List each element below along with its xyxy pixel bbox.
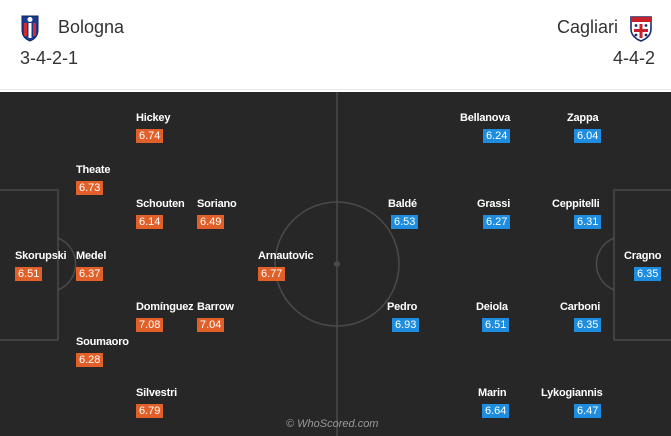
- player-rating: 6.37: [76, 267, 104, 281]
- player-name: Hickey: [136, 112, 171, 124]
- player-name: Silvestri: [136, 387, 178, 399]
- player-rating: 6.27: [483, 215, 511, 229]
- player-soumaoro[interactable]: Soumaoro 6.28: [76, 336, 156, 368]
- player-name: Baldé: [388, 198, 417, 210]
- player-grassi[interactable]: Grassi 6.27: [477, 198, 557, 230]
- player-rating: 6.64: [482, 404, 510, 418]
- player-barrow[interactable]: Barrow 7.04: [197, 301, 277, 333]
- away-team-name: Cagliari: [556, 17, 618, 37]
- player-rating: 6.47: [574, 404, 602, 418]
- player-deiola[interactable]: Deiola 6.51: [476, 301, 556, 333]
- pitch: Hickey 6.74 Theate 6.73 Schouten 6.14 So…: [0, 92, 671, 436]
- player-name: Deiola: [476, 301, 508, 313]
- cagliari-crest-icon: [629, 14, 653, 47]
- player-name: Pedro: [387, 301, 418, 313]
- player-name: Zappa: [567, 112, 599, 124]
- player-arnautovic[interactable]: Arnautovic 6.77: [258, 250, 338, 282]
- player-rating: 6.28: [76, 353, 104, 367]
- player-silvestri[interactable]: Silvestri 6.79: [136, 387, 216, 419]
- player-rating: 6.74: [136, 129, 164, 143]
- player-marin[interactable]: Marin 6.64: [478, 387, 558, 419]
- player-skorupski[interactable]: Skorupski 6.51: [15, 250, 95, 282]
- player-rating: 6.24: [483, 129, 511, 143]
- player-bellanova[interactable]: Bellanova 6.24: [460, 112, 540, 144]
- player-pedro[interactable]: Pedro 6.93: [387, 301, 467, 333]
- player-dominguez[interactable]: Domínguez 7.08: [136, 301, 216, 333]
- player-name: Barrow: [197, 301, 234, 313]
- player-carboni[interactable]: Carboni 6.35: [560, 301, 640, 333]
- player-rating: 6.35: [574, 318, 602, 332]
- player-name: Soriano: [197, 198, 237, 210]
- home-team-name: Bologna: [58, 17, 125, 37]
- player-rating: 6.04: [574, 129, 602, 143]
- pitch-markings: [0, 92, 671, 436]
- player-name: Arnautovic: [258, 250, 314, 262]
- player-soriano[interactable]: Soriano 6.49: [197, 198, 277, 230]
- whoscored-watermark: © WhoScored.com: [286, 418, 379, 430]
- player-rating: 6.53: [391, 215, 419, 229]
- header-divider: [0, 89, 671, 90]
- player-name: Skorupski: [15, 250, 67, 262]
- player-medel[interactable]: Medel 6.37: [76, 250, 156, 282]
- player-name: Cragno: [624, 250, 662, 262]
- player-zappa[interactable]: Zappa 6.04: [567, 112, 647, 144]
- bologna-crest-icon: [20, 14, 40, 47]
- player-schouten[interactable]: Schouten 6.14: [136, 198, 216, 230]
- player-rating: 6.51: [15, 267, 43, 281]
- player-rating: 6.93: [392, 318, 420, 332]
- player-name: Bellanova: [460, 112, 511, 124]
- player-rating: 6.77: [258, 267, 286, 281]
- player-name: Schouten: [136, 198, 185, 210]
- player-rating: 6.35: [634, 267, 662, 281]
- player-theate[interactable]: Theate 6.73: [76, 164, 156, 196]
- home-formation: 3-4-2-1: [20, 48, 79, 68]
- player-name: Marin: [478, 387, 507, 399]
- player-name: Soumaoro: [76, 336, 129, 348]
- away-formation: 4-4-2: [612, 48, 655, 68]
- player-rating: 6.14: [136, 215, 164, 229]
- player-name: Theate: [76, 164, 111, 176]
- player-hickey[interactable]: Hickey 6.74: [136, 112, 216, 144]
- player-rating: 6.31: [574, 215, 602, 229]
- player-cragno[interactable]: Cragno 6.35: [624, 250, 671, 282]
- player-lykogiannis[interactable]: Lykogiannis 6.47: [541, 387, 621, 419]
- player-rating: 6.49: [197, 215, 225, 229]
- player-rating: 7.04: [197, 318, 225, 332]
- player-balde[interactable]: Baldé 6.53: [388, 198, 468, 230]
- player-name: Carboni: [560, 301, 601, 313]
- player-rating: 6.79: [136, 404, 164, 418]
- player-name: Medel: [76, 250, 107, 262]
- player-name: Lykogiannis: [541, 387, 603, 399]
- player-name: Ceppitelli: [552, 198, 600, 210]
- player-name: Domínguez: [136, 301, 194, 313]
- player-rating: 6.73: [76, 181, 104, 195]
- player-ceppitelli[interactable]: Ceppitelli 6.31: [552, 198, 632, 230]
- player-rating: 6.51: [482, 318, 510, 332]
- match-header: Bologna 3-4-2-1 Cagliari 4-4-2: [0, 0, 671, 92]
- player-rating: 7.08: [136, 318, 164, 332]
- player-name: Grassi: [477, 198, 511, 210]
